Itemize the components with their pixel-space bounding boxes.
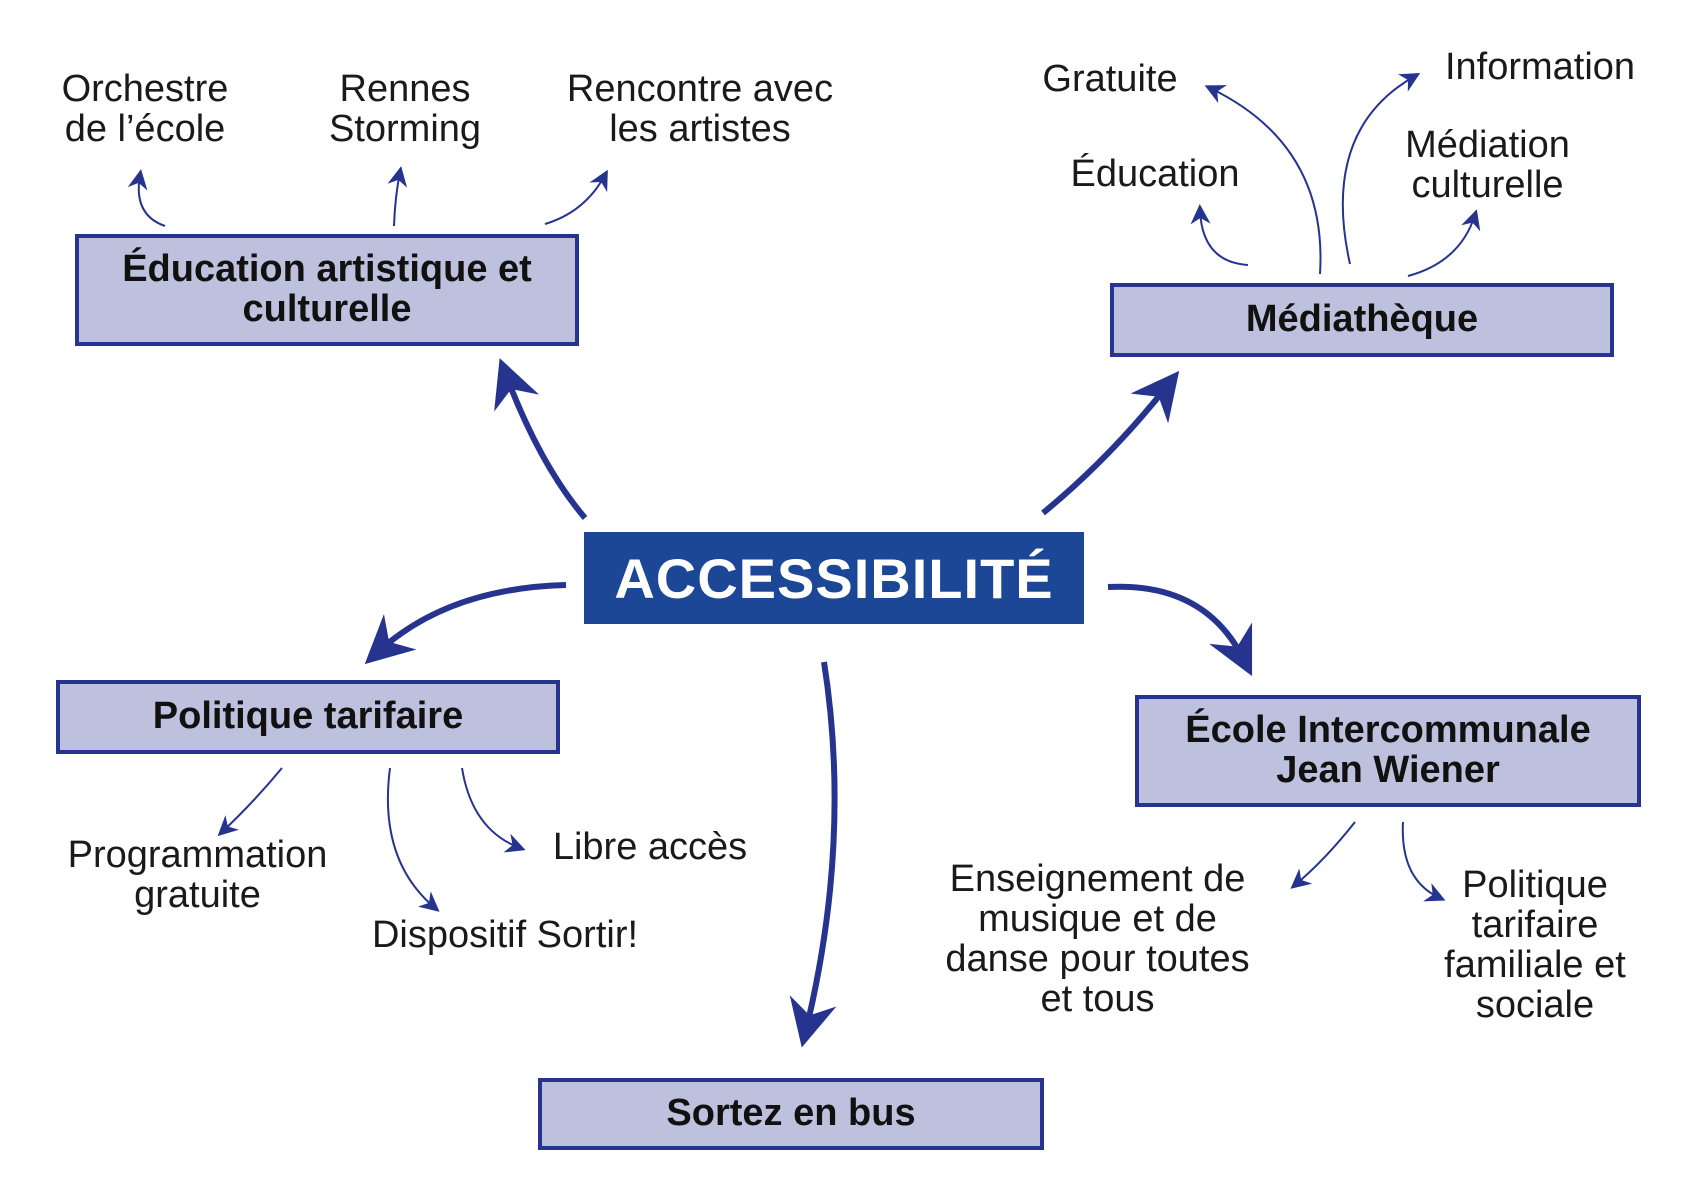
ecole-node: École Intercommunale Jean Wiener <box>1135 695 1641 807</box>
ecole-label: École Intercommunale Jean Wiener <box>1185 709 1591 791</box>
accessibilite-center-node: ACCESSIBILITÉ <box>584 532 1084 624</box>
arrow-to-mediation <box>1407 209 1481 277</box>
arrow-to-politique-familiale <box>1401 821 1446 902</box>
politique-tarifaire-node: Politique tarifaire <box>56 680 560 754</box>
leaf-gratuite: Gratuite <box>1042 58 1178 100</box>
politique-label: Politique tarifaire <box>152 695 464 738</box>
arrow-to-ecole <box>1107 583 1253 677</box>
arrow-to-enseignement <box>1290 821 1356 889</box>
arrow-to-information <box>1341 73 1421 265</box>
leaf-rencontre: Rencontre avec les artistes <box>566 68 834 150</box>
leaf-libre-acces: Libre accès <box>552 826 748 868</box>
leaf-politique-familiale: Politique tarifaire familiale et sociale <box>1444 864 1626 1026</box>
sortez-en-bus-node: Sortez en bus <box>538 1078 1044 1150</box>
leaf-programmation: Programmation gratuite <box>67 834 328 916</box>
leaf-dispositif: Dispositif Sortir! <box>371 914 639 956</box>
mediatheque-label: Médiathèque <box>1245 298 1479 341</box>
arrow-to-bus <box>789 661 838 1048</box>
arrow-to-politique <box>364 582 567 665</box>
arrow-to-gratuite <box>1204 85 1322 275</box>
education-node: Éducation artistique et culturelle <box>75 234 579 346</box>
education-label: Éducation artistique et culturelle <box>122 248 532 330</box>
arrow-to-orchestre <box>127 169 166 227</box>
mediatheque-node: Médiathèque <box>1110 283 1614 357</box>
arrow-to-rennes-storming <box>387 166 408 227</box>
leaf-orchestre: Orchestre de l’école <box>61 68 229 150</box>
leaf-mediation: Médiation culturelle <box>1405 124 1570 206</box>
arrow-to-libre-acces <box>461 767 526 853</box>
arrow-to-education <box>494 358 588 520</box>
leaf-enseignement: Enseignement de musique et de danse pour… <box>945 858 1250 1020</box>
arrow-to-education-med <box>1190 204 1249 266</box>
arrow-to-mediatheque <box>1041 370 1180 516</box>
arrow-to-dispositif <box>386 767 440 912</box>
leaf-rennes-storming: Rennes Storming <box>328 68 482 150</box>
center-label: ACCESSIBILITÉ <box>614 546 1054 610</box>
leaf-information: Information <box>1444 46 1636 88</box>
leaf-education-med: Éducation <box>1070 153 1240 195</box>
arrow-to-rencontre <box>544 169 608 225</box>
bus-label: Sortez en bus <box>666 1092 916 1135</box>
arrow-to-programmation <box>217 767 283 837</box>
